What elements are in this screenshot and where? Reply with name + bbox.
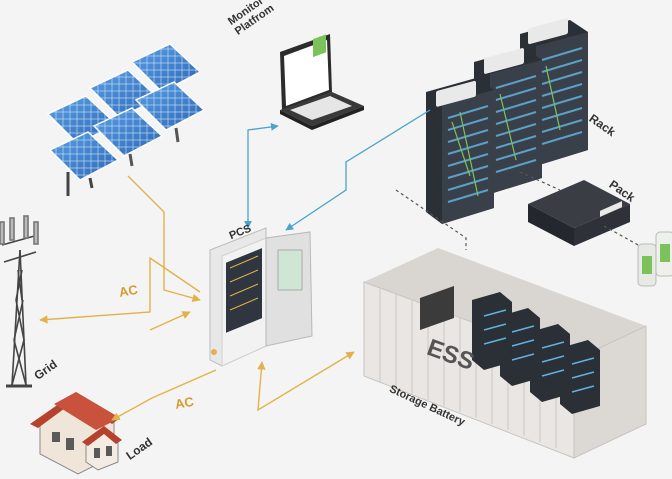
dashed-link-lines <box>395 171 641 250</box>
battery-cells-icon <box>637 231 672 287</box>
data-link-arrows <box>244 109 431 231</box>
solar-panel-icon <box>134 81 206 143</box>
grid-tower-icon <box>0 215 39 388</box>
ess-container-icon <box>363 248 647 459</box>
ac-label-top: AC <box>117 281 139 300</box>
battery-pack-icon <box>528 180 630 246</box>
rack-cabinets <box>426 18 588 224</box>
solar-array <box>46 43 206 196</box>
laptop-icon <box>280 34 364 130</box>
ac-label-bottom: AC <box>173 393 195 412</box>
solar-panel-icon <box>92 107 164 167</box>
solar-panel-icon <box>48 131 120 196</box>
ac-power-arrows <box>39 175 355 421</box>
house-icon <box>30 392 122 475</box>
pcs-cabinet-icon <box>209 227 313 367</box>
